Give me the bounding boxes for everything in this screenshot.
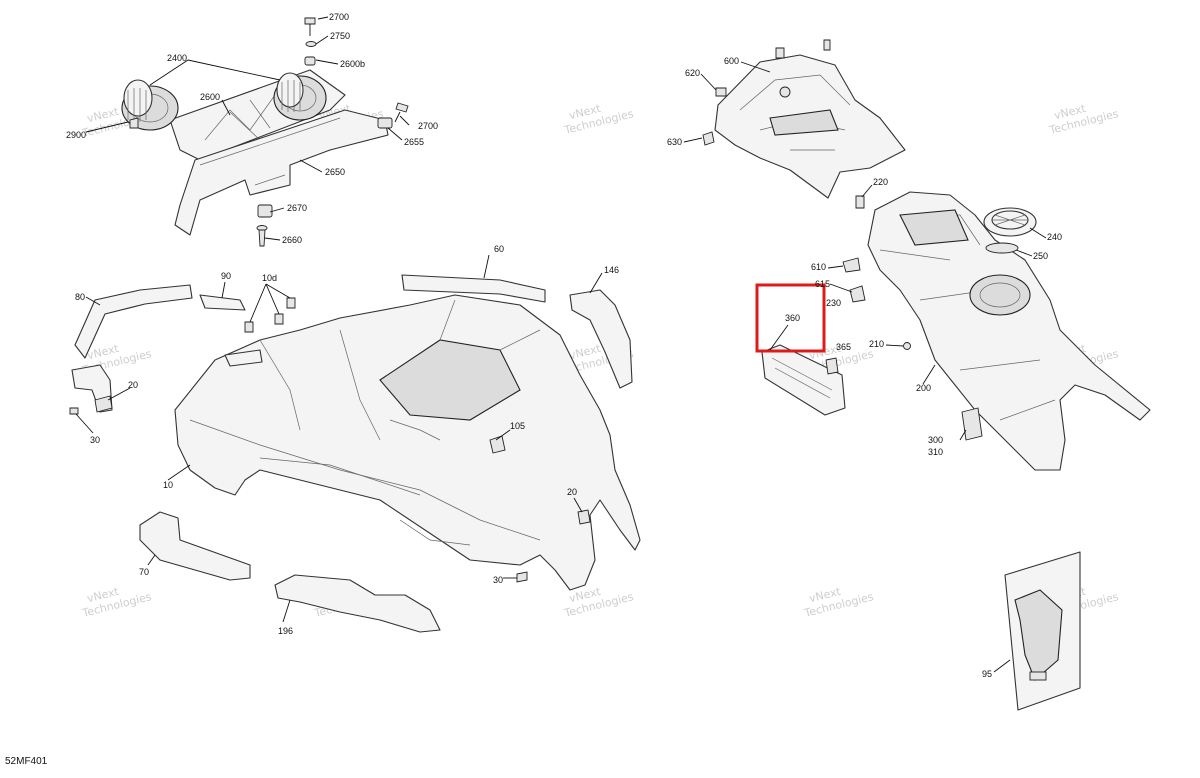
seal-250 — [985, 242, 1019, 254]
callout-60: 60 — [494, 244, 504, 254]
callout-10d: 10d — [262, 273, 277, 283]
grommet-2655 — [377, 117, 393, 129]
clip-630 — [702, 131, 715, 146]
highlight-box — [755, 283, 826, 353]
callout-2600b: 2600b — [340, 59, 365, 69]
screw-220 — [855, 195, 865, 209]
callout-2700-right: 2700 — [418, 121, 438, 131]
main-body-10 — [174, 294, 641, 591]
callout-360: 360 — [785, 313, 800, 323]
callout-365: 365 — [836, 342, 851, 352]
fastener-365 — [825, 357, 839, 375]
trim-196 — [274, 574, 441, 633]
callout-210: 210 — [869, 339, 884, 349]
callout-20-left: 20 — [128, 380, 138, 390]
plate-300 — [961, 407, 983, 441]
callout-240: 240 — [1047, 232, 1062, 242]
callout-30-left: 30 — [90, 435, 100, 445]
callout-2600: 2600 — [200, 92, 220, 102]
speaker-bracket-assembly — [121, 17, 409, 247]
callout-2660: 2660 — [282, 235, 302, 245]
right-speaker — [273, 72, 327, 121]
callout-2700: 2700 — [329, 12, 349, 22]
cover-360 — [761, 344, 846, 416]
callout-610: 610 — [811, 262, 826, 272]
callout-2900: 2900 — [66, 130, 86, 140]
callout-600: 600 — [724, 56, 739, 66]
nut-2600b — [304, 56, 316, 66]
callout-615: 615 — [815, 279, 830, 289]
clip-2670 — [257, 204, 273, 218]
callout-620: 620 — [685, 68, 700, 78]
callout-20-right: 20 — [567, 487, 577, 497]
rear-frame-200 — [842, 191, 1151, 471]
pin-2660 — [256, 225, 268, 247]
screw-2700-top — [304, 17, 316, 36]
callout-2750: 2750 — [330, 31, 350, 41]
callout-90: 90 — [221, 271, 231, 281]
cover-360-assembly — [761, 344, 846, 416]
callout-146: 146 — [604, 265, 619, 275]
screw-30-right — [516, 571, 528, 583]
fastener-2900 — [129, 117, 139, 129]
diagram-code: 52MF401 — [5, 756, 48, 767]
callout-30-right: 30 — [493, 575, 503, 585]
trim-80 — [74, 284, 193, 359]
callout-105: 105 — [510, 421, 525, 431]
leader-lines — [75, 16, 1047, 673]
callout-310: 310 — [928, 447, 943, 457]
clip-230 — [849, 285, 866, 303]
callout-70: 70 — [139, 567, 149, 577]
callout-630: 630 — [667, 137, 682, 147]
trim-146 — [569, 289, 633, 389]
ring-240 — [983, 207, 1037, 237]
callout-2655: 2655 — [404, 137, 424, 147]
callout-250: 250 — [1033, 251, 1048, 261]
callout-2400: 2400 — [167, 53, 187, 63]
callout-300: 300 — [928, 435, 943, 445]
callout-95: 95 — [982, 669, 992, 679]
callout-10: 10 — [163, 480, 173, 490]
screw-2700-right — [394, 102, 409, 123]
trim-60 — [401, 274, 546, 303]
callout-220: 220 — [873, 177, 888, 187]
screw-620 — [715, 87, 727, 97]
trim-90 — [199, 294, 246, 311]
console-panel-600 — [702, 39, 906, 199]
callout-80: 80 — [75, 292, 85, 302]
screw-210 — [903, 342, 911, 350]
callout-200: 200 — [916, 383, 931, 393]
label-95 — [1004, 551, 1081, 711]
callout-2650: 2650 — [325, 167, 345, 177]
bracket-610 — [842, 257, 861, 273]
callout-230: 230 — [826, 298, 841, 308]
clip-105 — [489, 435, 506, 454]
callout-2670: 2670 — [287, 203, 307, 213]
callout-196: 196 — [278, 626, 293, 636]
trim-70 — [139, 511, 251, 581]
screw-20-right — [577, 509, 591, 525]
callout-labels: 2700 2750 2600b 2400 2600 2900 2700 2655… — [66, 12, 1062, 679]
body-10 — [174, 294, 641, 591]
washer-2750 — [305, 41, 317, 47]
screws-20-30-left — [69, 395, 113, 415]
